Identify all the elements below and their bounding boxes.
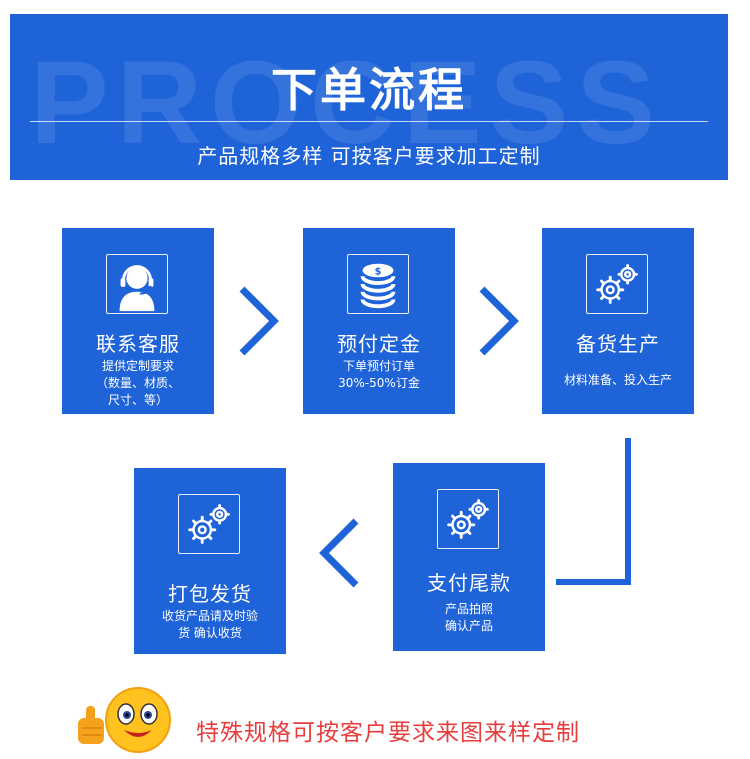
step-card-shipping: 打包发货 收货产品请及时验 货 确认收货 bbox=[134, 468, 286, 654]
header-banner: PROCESS 下单流程 产品规格多样 可按客户要求加工定制 bbox=[10, 14, 728, 180]
step-title: 支付尾款 bbox=[427, 571, 511, 595]
step-description: 材料准备、投入生产 bbox=[563, 373, 672, 387]
gears-icon bbox=[586, 254, 648, 314]
chevron-right-icon bbox=[479, 286, 519, 356]
step-card-production: 备货生产 材料准备、投入生产 bbox=[542, 228, 694, 414]
gears-icon bbox=[437, 489, 499, 549]
gears-icon bbox=[178, 494, 240, 554]
step-card-contact-service: 联系客服 提供定制要求 （数量、材质、 尺寸、等） bbox=[62, 228, 214, 414]
step-description: 提供定制要求 （数量、材质、 尺寸、等） bbox=[95, 359, 180, 407]
thumbs-up-smiley-icon bbox=[78, 687, 171, 753]
step-title: 预付定金 bbox=[337, 332, 421, 356]
step-description: 产品拍照 确认产品 bbox=[444, 602, 493, 633]
step-description: 下单预付订单 30%-50%订金 bbox=[338, 359, 420, 390]
step-description: 收货产品请及时验 货 确认收货 bbox=[161, 609, 258, 640]
svg-text:$: $ bbox=[375, 266, 382, 277]
page-title: 下单流程 bbox=[271, 63, 467, 117]
headset-agent-icon bbox=[106, 254, 168, 314]
step-title: 打包发货 bbox=[168, 582, 252, 606]
background-watermark-word: PROCESS bbox=[30, 37, 664, 169]
step-card-deposit: $ 预付定金 下单预付订单 30%-50%订金 bbox=[303, 228, 455, 414]
page-subtitle: 产品规格多样 可按客户要求加工定制 bbox=[197, 144, 541, 168]
chevron-left-icon bbox=[319, 518, 359, 588]
chevron-right-icon bbox=[239, 286, 279, 356]
connector-line bbox=[556, 438, 631, 585]
coin-stack-icon: $ bbox=[347, 254, 409, 314]
step-title: 联系客服 bbox=[96, 332, 180, 356]
footer-note: 特殊规格可按客户要求来图来样定制 bbox=[196, 720, 580, 746]
step-title: 备货生产 bbox=[576, 332, 660, 356]
step-card-final-payment: 支付尾款 产品拍照 确认产品 bbox=[393, 463, 545, 651]
header-divider bbox=[30, 121, 708, 122]
